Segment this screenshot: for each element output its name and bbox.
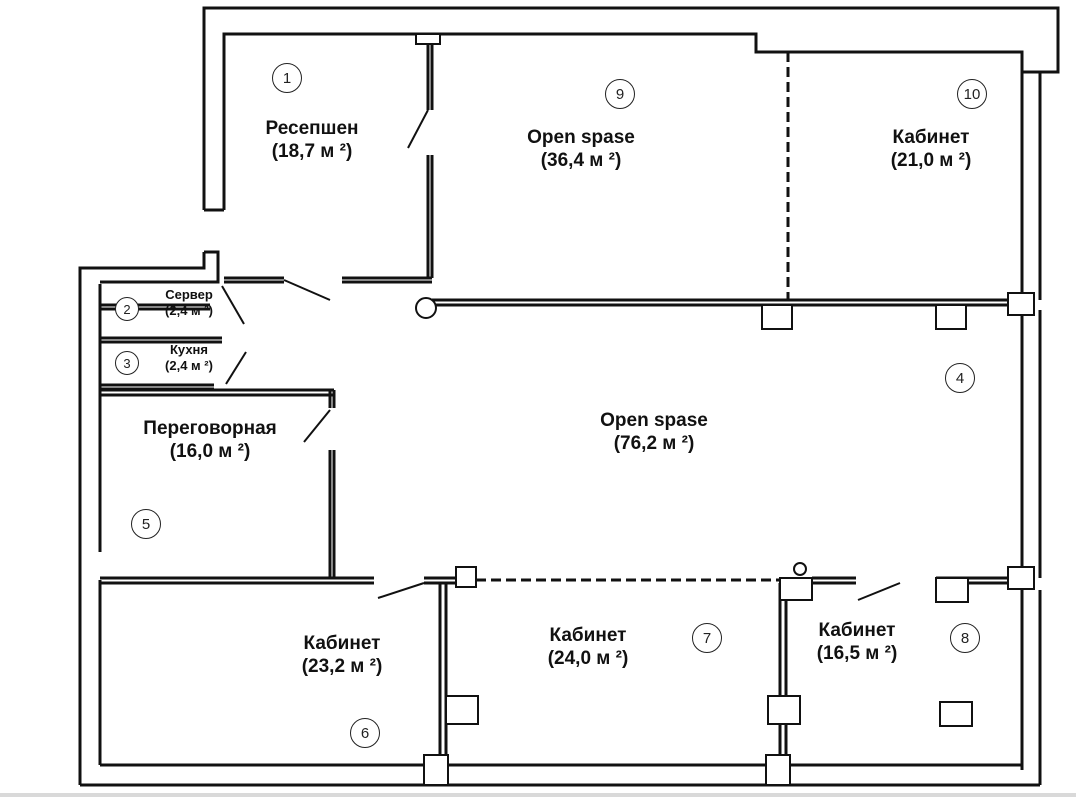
column <box>779 577 813 601</box>
room-number-7: 7 <box>692 623 722 653</box>
room-name: Переговорная <box>143 418 277 439</box>
column <box>455 566 477 588</box>
wall-outer-left <box>78 252 206 785</box>
room-number-3: 3 <box>115 351 139 375</box>
room-area: (36,4 м ²) <box>540 149 622 171</box>
room-area: (16,0 м ²) <box>169 440 251 462</box>
column <box>445 695 479 725</box>
room-number-10: 10 <box>957 79 987 109</box>
room-label-office-6: Кабинет (23,2 м ²) <box>302 633 383 679</box>
room-number-2: 2 <box>115 297 139 321</box>
column <box>1007 292 1035 316</box>
column-round <box>415 297 437 319</box>
room-label-meeting: Переговорная (16,0 м ²) <box>143 418 276 464</box>
room-area: (23,2 м ²) <box>301 655 383 677</box>
room-area: (18,7 м ²) <box>271 140 353 162</box>
column <box>1007 566 1035 590</box>
room-label-kitchen: Кухня (2,4 м ²) <box>165 342 213 373</box>
room-label-office-8: Кабинет (16,5 м ²) <box>817 620 898 666</box>
door-office-8 <box>857 582 901 601</box>
room-area: (76,2 м ²) <box>613 432 695 454</box>
room-name: Сервер <box>165 287 213 302</box>
room-name: Кабинет <box>549 625 627 646</box>
column <box>935 304 967 330</box>
room-name: Кабинет <box>818 620 896 641</box>
column <box>767 695 801 725</box>
room-area: (16,5 м ²) <box>816 642 898 664</box>
column <box>935 577 969 603</box>
wall-inner-reception <box>222 32 1024 300</box>
room-name: Кухня <box>170 342 208 357</box>
room-label-reception: Ресепшен (18,7 м ²) <box>265 118 358 164</box>
bottom-divider <box>0 793 1076 797</box>
room-label-open-space-9: Open spase (36,4 м ²) <box>527 127 635 173</box>
room-label-open-space-4: Open spase (76,2 м ²) <box>600 410 708 456</box>
room-name: Open spase <box>527 127 635 148</box>
door-server <box>221 285 245 325</box>
column <box>761 304 793 330</box>
room-label-office-10: Кабинет (21,0 м ²) <box>891 127 972 173</box>
wall-outer-reception <box>202 6 1060 210</box>
column <box>939 701 973 727</box>
room-number-5: 5 <box>131 509 161 539</box>
room-name: Кабинет <box>303 633 381 654</box>
room-area: (21,0 м ²) <box>890 149 972 171</box>
room-number-8: 8 <box>950 623 980 653</box>
room-number-4: 4 <box>945 363 975 393</box>
room-name: Кабинет <box>892 127 970 148</box>
room-area: (2,4 м ²) <box>165 357 213 373</box>
room-name: Ресепшен <box>265 118 359 139</box>
room-number-1: 1 <box>272 63 302 93</box>
room-name: Open spase <box>600 410 708 431</box>
room-number-6: 6 <box>350 718 380 748</box>
room-label-server: Сервер (2,4 м ²) <box>165 287 213 318</box>
door-meeting <box>303 409 331 443</box>
door-reception <box>407 109 429 149</box>
column <box>423 754 449 786</box>
door-kitchen <box>225 351 247 385</box>
door-office-6 <box>377 582 425 599</box>
column-round <box>793 562 807 576</box>
room-area: (2,4 м ²) <box>165 302 213 318</box>
room-label-office-7: Кабинет (24,0 м ²) <box>548 625 629 671</box>
column <box>765 754 791 786</box>
column <box>415 33 441 45</box>
door-corridor <box>283 279 331 301</box>
room-area: (24,0 м ²) <box>547 647 629 669</box>
room-number-9: 9 <box>605 79 635 109</box>
